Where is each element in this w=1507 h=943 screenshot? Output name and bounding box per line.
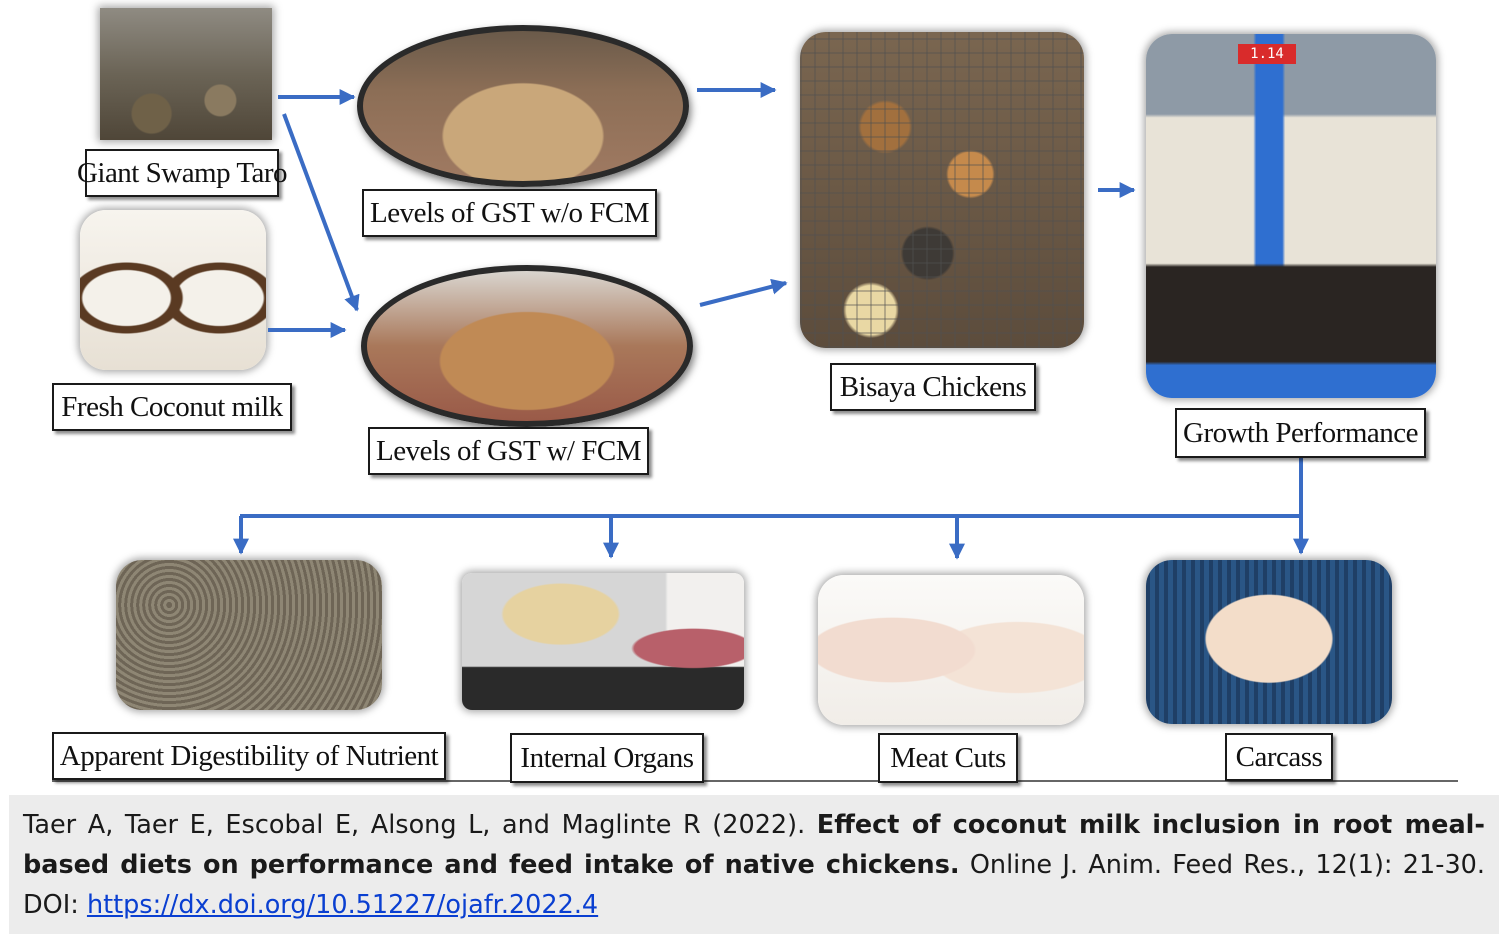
- citation-box: Taer A, Taer E, Escobal E, Alsong L, and…: [9, 795, 1499, 934]
- label-gst-with-fcm: Levels of GST w/ FCM: [368, 427, 649, 475]
- citation-title: Effect of coconut milk inclusion in root…: [23, 810, 1485, 880]
- label-internal-organs: Internal Organs: [510, 733, 704, 783]
- growth-performance-photo: 1.14: [1146, 34, 1436, 398]
- carcass-photo: [1146, 560, 1392, 724]
- feed-with-fcm-photo: [361, 265, 693, 427]
- label-bisaya-chickens: Bisaya Chickens: [830, 363, 1036, 411]
- internal-organs-photo: [462, 573, 744, 710]
- label-meat-cuts: Meat Cuts: [878, 733, 1018, 783]
- arrow-taro-to-gst-w: [282, 113, 360, 312]
- citation-journal: Online J. Anim. Feed Res., 12(1): 21-30.: [969, 850, 1485, 880]
- citation-doi-label: DOI:: [23, 890, 79, 920]
- feed-without-fcm-photo: [357, 25, 689, 187]
- giant-swamp-taro-photo: [100, 8, 272, 140]
- citation-authors: Taer A, Taer E, Escobal E, Alsong L, and…: [23, 810, 806, 840]
- label-gst-without-fcm: Levels of GST w/o FCM: [362, 189, 657, 237]
- label-fresh-coconut-milk: Fresh Coconut milk: [52, 383, 292, 431]
- label-giant-swamp-taro: Giant Swamp Taro: [77, 149, 288, 197]
- label-carcass: Carcass: [1225, 733, 1333, 781]
- label-apparent-digestibility: Apparent Digestibility of Nutrient: [52, 732, 446, 780]
- arrow-gst-w-to-chickens: [699, 278, 788, 307]
- scale-display: 1.14: [1238, 44, 1296, 64]
- digestibility-photo: [116, 560, 382, 710]
- coconut-milk-photo: [80, 210, 266, 370]
- citation-doi-link[interactable]: https://dx.doi.org/10.51227/ojafr.2022.4: [86, 890, 599, 920]
- label-growth-performance: Growth Performance: [1175, 408, 1426, 458]
- meat-cuts-photo: [818, 575, 1084, 725]
- bisaya-chickens-photo: [800, 32, 1084, 348]
